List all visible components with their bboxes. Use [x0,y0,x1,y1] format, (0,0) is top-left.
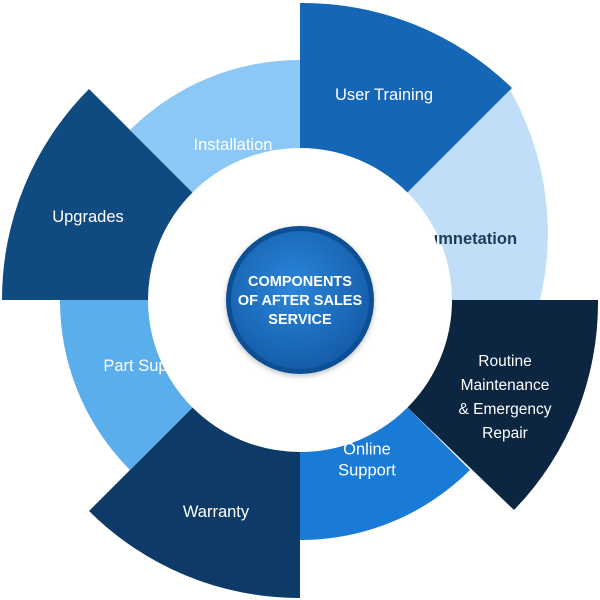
label-line: SERVICE [268,312,332,328]
center-circle [231,231,369,369]
segment-online-support [300,407,470,541]
label-line: Routine [478,353,531,370]
segment-installation [130,59,300,193]
segment-warranty [89,407,300,599]
label-line: Repair [482,425,528,442]
label-line: OF AFTER SALES [238,293,363,309]
label-line: User Training [335,86,433,104]
label-warranty: Warranty [183,503,250,521]
segment-user-training [300,2,512,193]
label-line: Maintenance [461,377,550,394]
label-installation: Installation [194,136,273,154]
label-line: & Emergency [458,401,551,418]
label-line: Upgrades [52,208,124,226]
center-title: COMPONENTS OF AFTER SALES SERVICE [238,274,363,328]
label-line: Online [343,441,391,459]
label-line: Installation [194,136,273,154]
label-line: Warranty [183,503,250,521]
segment-documentation [407,90,548,300]
segment-routine-maintenance [407,300,599,510]
segment-part-supply [59,300,193,470]
label-user-training: User Training [335,86,433,104]
label-line: COMPONENTS [248,274,352,290]
segment-upgrades [1,89,193,300]
label-line: Support [338,462,396,480]
label-upgrades: Upgrades [52,208,124,226]
